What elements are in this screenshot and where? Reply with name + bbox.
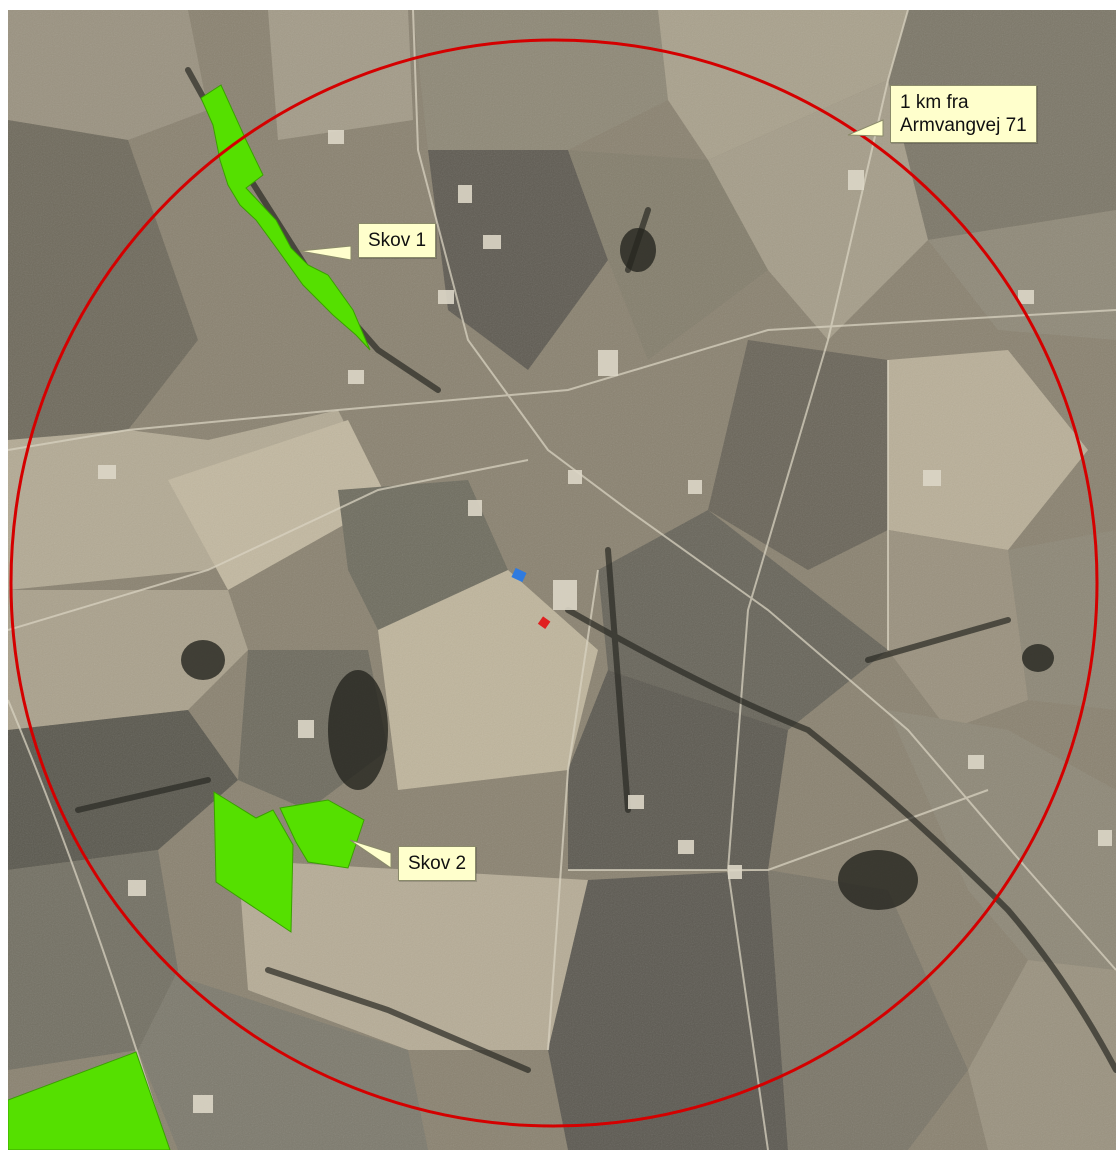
label-radius: 1 km fra Armvangvej 71 [890,85,1037,143]
forest-polygon-skov-2-west[interactable] [213,791,294,933]
label-skov-1-text: Skov 1 [368,230,427,251]
roads [8,10,1116,1150]
label-skov-2-text: Skov 2 [408,853,467,874]
wooded-patches [181,228,1054,910]
forest-polygon-southwest[interactable] [8,1051,171,1150]
aerial-map[interactable] [8,10,1116,1150]
label-radius-line-1: 1 km fra [900,92,969,113]
callout-pointer-radius [847,119,884,137]
buffer-circle-1km [9,38,1099,1128]
farm-buildings [98,130,1112,1113]
forest-polygon-skov-1[interactable] [200,84,371,351]
site-marker-red[interactable] [537,616,551,629]
callout-pointer-skov-1 [299,245,352,261]
label-skov-1: Skov 1 [358,223,437,258]
map-view[interactable]: Skov 1 Skov 2 1 km fra Armvangvej 71 [8,10,1116,1150]
forest-polygon-skov-2-east[interactable] [279,799,365,869]
site-marker-blue[interactable] [511,567,527,583]
callout-pointer-skov-2 [349,839,392,869]
label-radius-line-2: Armvangvej 71 [900,115,1027,136]
label-skov-2: Skov 2 [398,846,477,881]
